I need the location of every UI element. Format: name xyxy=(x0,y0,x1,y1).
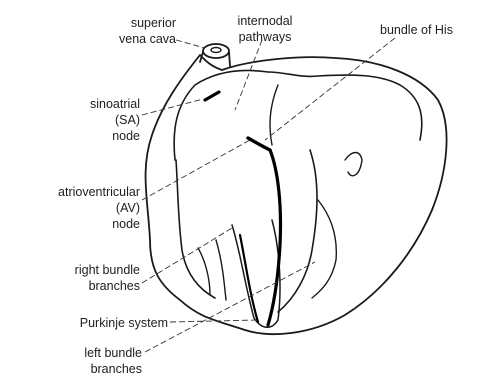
septal-ridge xyxy=(270,85,278,145)
bundle-of-his-path xyxy=(268,150,281,325)
leader-left-bundle xyxy=(145,262,315,352)
label-purkinje-system: Purkinje system xyxy=(10,315,168,331)
valve-leaf-right xyxy=(216,240,226,300)
label-bundle-of-his: bundle of His xyxy=(380,22,477,38)
sa-node-mark xyxy=(205,92,219,100)
label-atrioventricular-node: atrioventricular (AV) node xyxy=(20,184,140,232)
endocardium-notch xyxy=(345,153,362,176)
leader-svc xyxy=(176,40,205,48)
leader-right-bundle xyxy=(142,228,232,283)
label-sinoatrial-node: sinoatrial (SA) node xyxy=(40,96,140,144)
leader-his xyxy=(265,38,395,140)
atrium-wall xyxy=(174,71,268,160)
right-bundle-branch-path xyxy=(240,235,258,322)
atrial-septum xyxy=(268,72,422,140)
svc-top xyxy=(203,44,229,58)
label-superior-vena-cava: superior vena cava xyxy=(58,15,176,47)
label-left-bundle-branches: left bundle branches xyxy=(30,345,142,377)
av-node-mark xyxy=(248,138,270,150)
label-internodal-pathways: internodal pathways xyxy=(215,13,315,45)
left-ventricle-wall xyxy=(278,150,317,312)
leader-av xyxy=(142,140,250,200)
leader-sa xyxy=(142,99,203,115)
svc-lumen xyxy=(211,48,221,53)
leader-internodal xyxy=(235,40,262,110)
label-right-bundle-branches: right bundle branches xyxy=(30,262,140,294)
right-ventricle-wall xyxy=(176,160,215,298)
